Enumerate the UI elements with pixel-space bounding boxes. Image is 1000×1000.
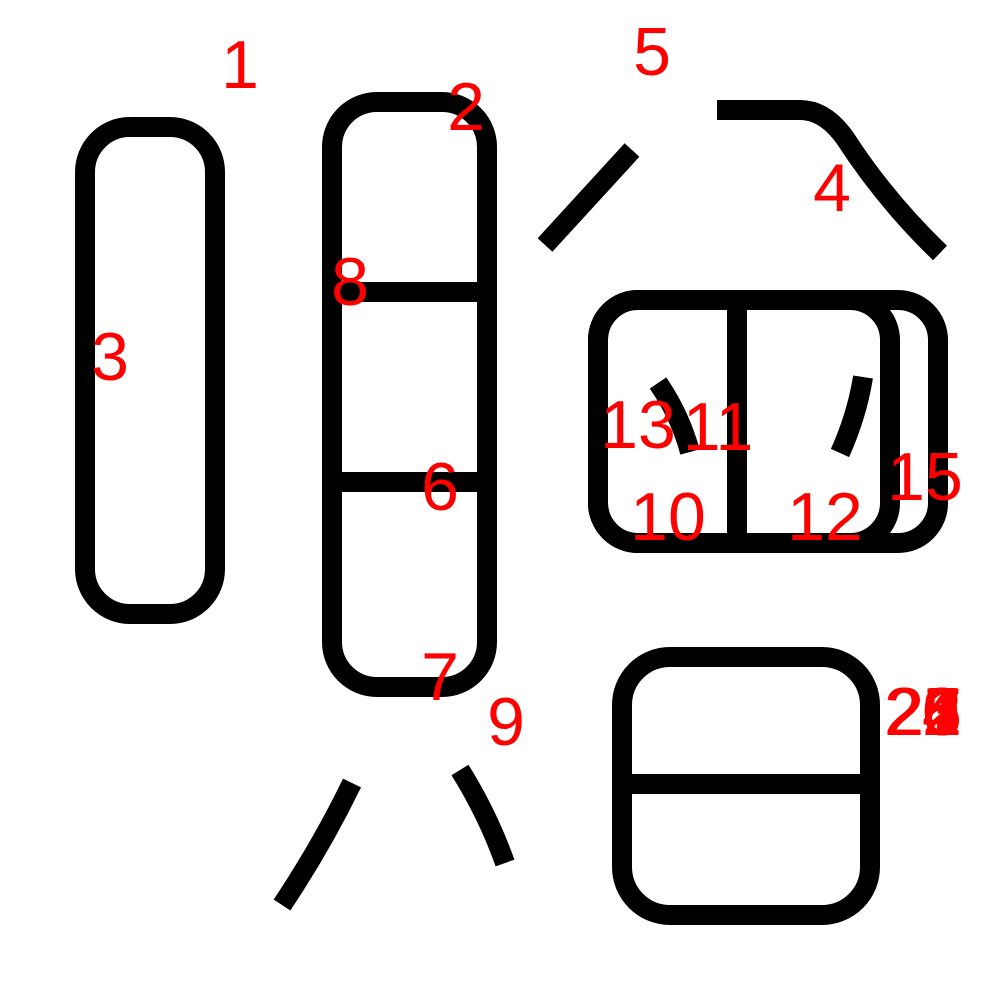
stroke-number-3: 3	[91, 319, 129, 395]
roof-left-stroke	[537, 143, 640, 252]
stroke-number-21: 21	[886, 674, 962, 750]
roof-right-stroke	[717, 100, 947, 261]
left-box-stroke	[75, 117, 225, 624]
inner-left-dot-stroke	[649, 377, 700, 455]
stroke-number-9: 9	[487, 684, 525, 760]
stroke-number-2: 2	[447, 69, 485, 145]
stroke-number-13: 13	[600, 387, 676, 463]
stroke-number-26: 26	[884, 674, 960, 750]
stroke-number-27: 27	[886, 674, 962, 750]
stroke-number-11: 11	[683, 389, 754, 465]
left-leg-stroke	[273, 778, 362, 911]
stroke-number-4: 4	[813, 150, 851, 226]
stroke-number-20: 20	[884, 674, 960, 750]
stroke-number-5: 5	[633, 14, 671, 90]
stroke-number-22: 22	[884, 674, 960, 750]
stroke-number-10: 10	[630, 479, 706, 555]
stroke-number-12: 12	[787, 479, 863, 555]
stroke-number-25: 25	[886, 674, 962, 750]
stroke-number-7: 7	[421, 639, 459, 715]
stroke-number-6: 6	[421, 449, 459, 525]
stroke-number-8: 8	[331, 244, 369, 320]
right-leg-stroke	[451, 764, 515, 867]
stroke-number-15: 15	[887, 439, 963, 515]
eye-box-stroke	[322, 92, 497, 697]
stroke-number-23: 23	[886, 674, 962, 750]
inner-right-dot-stroke	[830, 375, 873, 458]
stroke-number-24: 24	[884, 674, 960, 750]
stroke-number-1: 1	[221, 27, 259, 103]
